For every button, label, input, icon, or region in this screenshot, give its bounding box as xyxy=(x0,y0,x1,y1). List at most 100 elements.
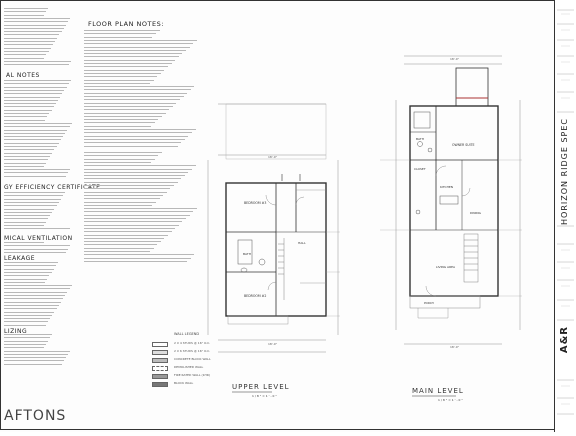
note-text-line xyxy=(4,86,67,88)
note-text-line xyxy=(4,298,64,300)
wall-legend-heading: WALL LEGEND xyxy=(174,332,200,336)
note-text-line xyxy=(4,228,71,230)
room-label-kitchen: KITCHEN xyxy=(440,185,453,189)
room-label-bath-main: BATH xyxy=(416,137,424,141)
note-text-line xyxy=(84,49,186,51)
note-text-line xyxy=(84,102,177,104)
note-text-line xyxy=(4,126,70,128)
note-text-line xyxy=(4,89,65,91)
note-text-line xyxy=(4,132,66,134)
note-text-line xyxy=(84,191,167,193)
note-text-line xyxy=(4,291,68,293)
note-text-line xyxy=(84,96,184,97)
note-text-line xyxy=(4,211,53,213)
note-text-line xyxy=(4,172,69,174)
note-text-line xyxy=(4,99,58,101)
note-text-line xyxy=(4,11,46,13)
note-text-line xyxy=(84,76,158,78)
note-text-line xyxy=(4,357,66,359)
note-text-line xyxy=(4,208,55,210)
note-text-line xyxy=(4,281,46,283)
note-text-line xyxy=(4,314,53,316)
note-text-line xyxy=(84,46,190,48)
note-text-line xyxy=(4,152,53,154)
note-text-line xyxy=(4,159,48,161)
legend-item-label: FIRE RATED WALL (1HR) xyxy=(174,373,211,377)
note-text-line xyxy=(84,185,174,186)
note-text-line xyxy=(4,343,46,345)
note-text-line xyxy=(84,198,160,200)
floor-plan-notes: FLOOR PLAN NOTES: xyxy=(80,20,206,272)
note-text-line xyxy=(84,161,152,163)
room-label-hall: HALL xyxy=(298,241,306,245)
note-text-line xyxy=(4,57,45,59)
note-text-line xyxy=(84,59,176,61)
note-text-line xyxy=(84,56,179,58)
note-text-line xyxy=(4,80,71,81)
note-text-line xyxy=(4,96,61,98)
room-label-closet: CLOSET xyxy=(414,167,426,171)
note-text-line xyxy=(4,311,55,313)
note-text-line xyxy=(84,39,197,41)
note-text-line xyxy=(84,254,195,256)
svg-text:18'-0": 18'-0" xyxy=(450,345,460,349)
note-text-line xyxy=(84,152,162,153)
firm-mark: A&R xyxy=(559,326,570,354)
note-text-line xyxy=(4,44,53,46)
note-text-line xyxy=(84,208,197,210)
note-text-line xyxy=(4,129,68,131)
note-text-line xyxy=(84,188,171,190)
legend-row: FIRE RATED WALL (1HR) xyxy=(152,373,232,380)
floor-plans-drawing: BEDROOM #3 BEDROOM #2 BATH HALL 18'-0" 1… xyxy=(207,55,522,397)
note-text-line xyxy=(4,93,63,95)
note-text-line xyxy=(84,168,192,170)
note-text-line xyxy=(84,211,194,213)
note-text-line xyxy=(84,260,188,262)
note-text-line xyxy=(4,242,44,243)
note-text-line xyxy=(84,227,176,229)
note-text-line xyxy=(84,251,150,252)
note-text-line xyxy=(4,262,58,263)
note-text-line xyxy=(84,132,192,134)
note-text-line xyxy=(4,195,64,197)
notes-heading-energy: GY EFFICIENCY CERTIFICATE xyxy=(4,184,101,191)
note-text-line xyxy=(4,119,46,121)
note-text-line xyxy=(84,142,182,144)
room-label-bedroom-2: BEDROOM #2 xyxy=(244,294,266,298)
legend-item-label: 2 X 4 STUDS @ 16" O.C. xyxy=(174,341,211,345)
note-text-line xyxy=(84,92,188,94)
note-text-line xyxy=(4,251,66,253)
note-text-line xyxy=(4,165,44,167)
note-text-line xyxy=(84,125,152,127)
note-text-line xyxy=(4,149,55,151)
note-text-line xyxy=(84,115,162,117)
note-text-line xyxy=(84,237,165,239)
note-text-line xyxy=(84,30,160,31)
note-text-line xyxy=(84,158,155,160)
legend-item-label: CONCRETE BLOCK WALL xyxy=(174,357,211,361)
note-text-line xyxy=(84,109,170,111)
room-label-dining: DINING xyxy=(470,211,482,215)
note-text-line xyxy=(4,295,66,296)
note-text-line xyxy=(4,34,60,36)
note-text-line xyxy=(84,204,153,206)
note-text-line xyxy=(84,105,173,107)
title-block: HORIZON RIDGE SPEC A&R xyxy=(554,0,576,432)
note-text-line xyxy=(84,178,182,180)
note-text-line xyxy=(4,218,48,220)
note-text-line xyxy=(4,113,50,114)
note-text-line xyxy=(4,139,61,141)
note-text-line xyxy=(4,225,44,226)
main-level-label: MAIN LEVEL xyxy=(412,387,464,395)
project-name: HORIZON RIDGE SPEC xyxy=(560,118,569,225)
note-text-line xyxy=(84,165,196,167)
note-text-line xyxy=(4,136,64,138)
note-text-line xyxy=(4,64,69,66)
section-cut-markers-upper xyxy=(281,174,301,181)
note-text-line xyxy=(84,201,156,203)
legend-item-label: 2 X 6 STUDS @ 16" O.C. xyxy=(174,349,211,353)
note-text-line xyxy=(4,321,48,323)
upper-level-scale: 1/8"=1'-0" xyxy=(252,394,278,398)
note-text-line xyxy=(4,221,46,223)
